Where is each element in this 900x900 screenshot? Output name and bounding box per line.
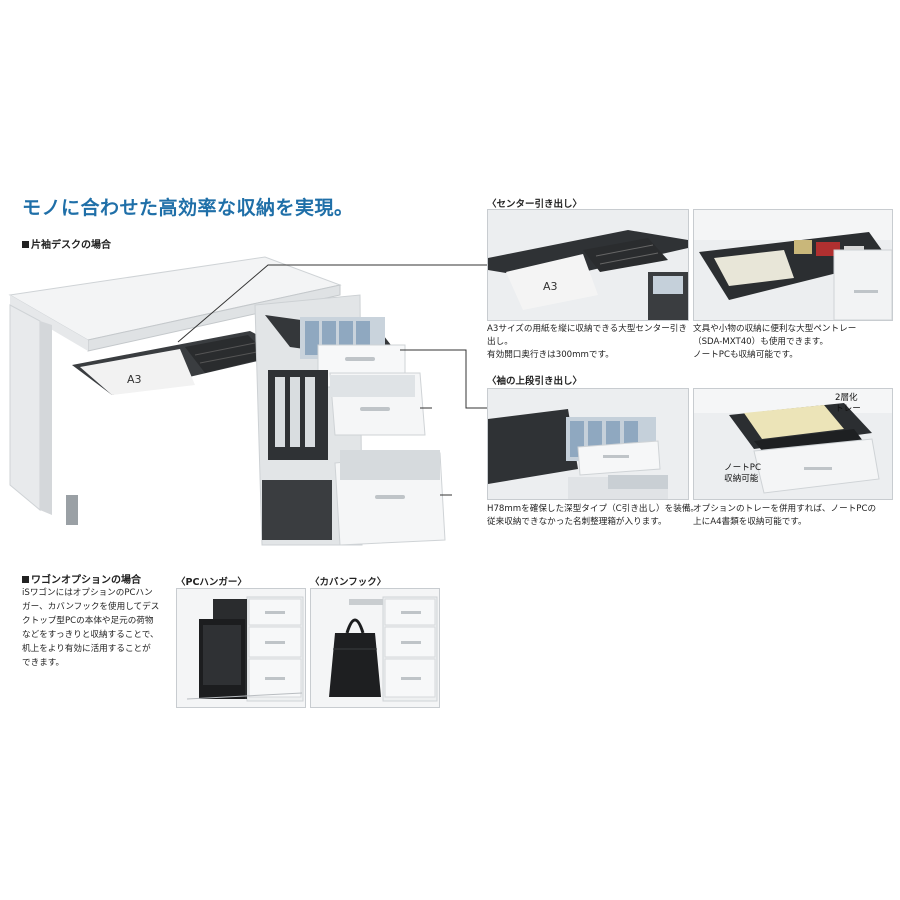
description-line: ガー、カバンフックを使用してデス bbox=[22, 602, 160, 612]
top-drawer-photo-deep bbox=[487, 388, 689, 500]
caption-line: オプションのトレーを併用すれば、ノートPCの bbox=[693, 504, 877, 514]
caption-line: A3サイズの用紙を縦に収納できる大型センター引き bbox=[487, 324, 687, 334]
callout-double-tray: 2層化 トレー bbox=[835, 393, 861, 415]
pc-hanger-heading: 〈PCハンガー〉 bbox=[176, 577, 247, 588]
caption-line: ノートPCも収納可能です。 bbox=[693, 350, 798, 360]
center-drawer-caption-a3: A3サイズの用紙を縦に収納できる大型センター引き 出し。 有効開口奥行きは300… bbox=[487, 323, 687, 362]
description-line: などをすっきりと収納することで、 bbox=[22, 630, 159, 640]
desk-illustration: A3 bbox=[8, 256, 446, 546]
center-drawer-photo-pentray bbox=[693, 209, 893, 321]
page-headline: モノに合わせた高効率な収納を実現。 bbox=[22, 197, 354, 219]
center-drawer-heading: 〈センター引き出し〉 bbox=[487, 199, 583, 210]
top-drawer-caption-tray: オプションのトレーを併用すれば、ノートPCの 上にA4書類を収納可能です。 bbox=[693, 503, 876, 529]
section-title-single-desk: 片袖デスクの場合 bbox=[22, 236, 111, 251]
description-line: 机上をより有効に活用することが bbox=[22, 644, 151, 654]
bullet-square-icon bbox=[22, 241, 29, 248]
callout-line: 収納可能 bbox=[724, 474, 759, 484]
top-drawer-photo-tray bbox=[693, 388, 893, 500]
top-drawer-heading: 〈袖の上段引き出し〉 bbox=[487, 376, 583, 387]
section-title-wagon-option: ワゴンオプションの場合 bbox=[22, 571, 141, 586]
pc-hanger-photo bbox=[176, 588, 306, 708]
description-line: クトップ型PCの本体や足元の荷物 bbox=[22, 616, 154, 626]
callout-line: トレー bbox=[835, 404, 861, 414]
caption-line: 従来収納できなかった名刺整理箱が入ります。 bbox=[487, 517, 667, 527]
callout-line: ノートPC bbox=[724, 463, 761, 473]
bullet-square-icon bbox=[22, 576, 29, 583]
center-drawer-photo-a3: A3 bbox=[487, 209, 689, 321]
callout-notebook-pc: ノートPC 収納可能 bbox=[724, 463, 761, 485]
caption-line: 出し。 bbox=[487, 337, 513, 347]
caption-line: 文具や小物の収納に便利な大型ペントレー bbox=[693, 324, 857, 334]
a3-label-detail: A3 bbox=[543, 280, 558, 293]
bag-hook-photo bbox=[310, 588, 440, 708]
caption-line: 有効開口奥行きは300mmです。 bbox=[487, 350, 614, 360]
bag-hook-heading: 〈カバンフック〉 bbox=[310, 577, 387, 588]
caption-line: （SDA-MXT40）も使用できます。 bbox=[693, 337, 829, 347]
top-drawer-caption-deep: H78mmを確保した深型タイプ（C引き出し）を装備。 従来収納できなかった名刺整… bbox=[487, 503, 699, 529]
description-line: iSワゴンにはオプションのPCハン bbox=[22, 588, 153, 598]
section-title-text: 片袖デスクの場合 bbox=[31, 240, 111, 251]
a3-label: A3 bbox=[127, 373, 142, 386]
description-line: できます。 bbox=[22, 658, 65, 668]
caption-line: 上にA4書類を収納可能です。 bbox=[693, 517, 807, 527]
callout-line: 2層化 bbox=[835, 393, 858, 403]
section-title-text: ワゴンオプションの場合 bbox=[31, 575, 141, 586]
main-desk-photo: A3 bbox=[0, 245, 462, 555]
caption-line: H78mmを確保した深型タイプ（C引き出し）を装備。 bbox=[487, 504, 700, 514]
wagon-description: iSワゴンにはオプションのPCハン ガー、カバンフックを使用してデス クトップ型… bbox=[22, 586, 159, 670]
center-drawer-caption-pentray: 文具や小物の収納に便利な大型ペントレー （SDA-MXT40）も使用できます。 … bbox=[693, 323, 856, 362]
